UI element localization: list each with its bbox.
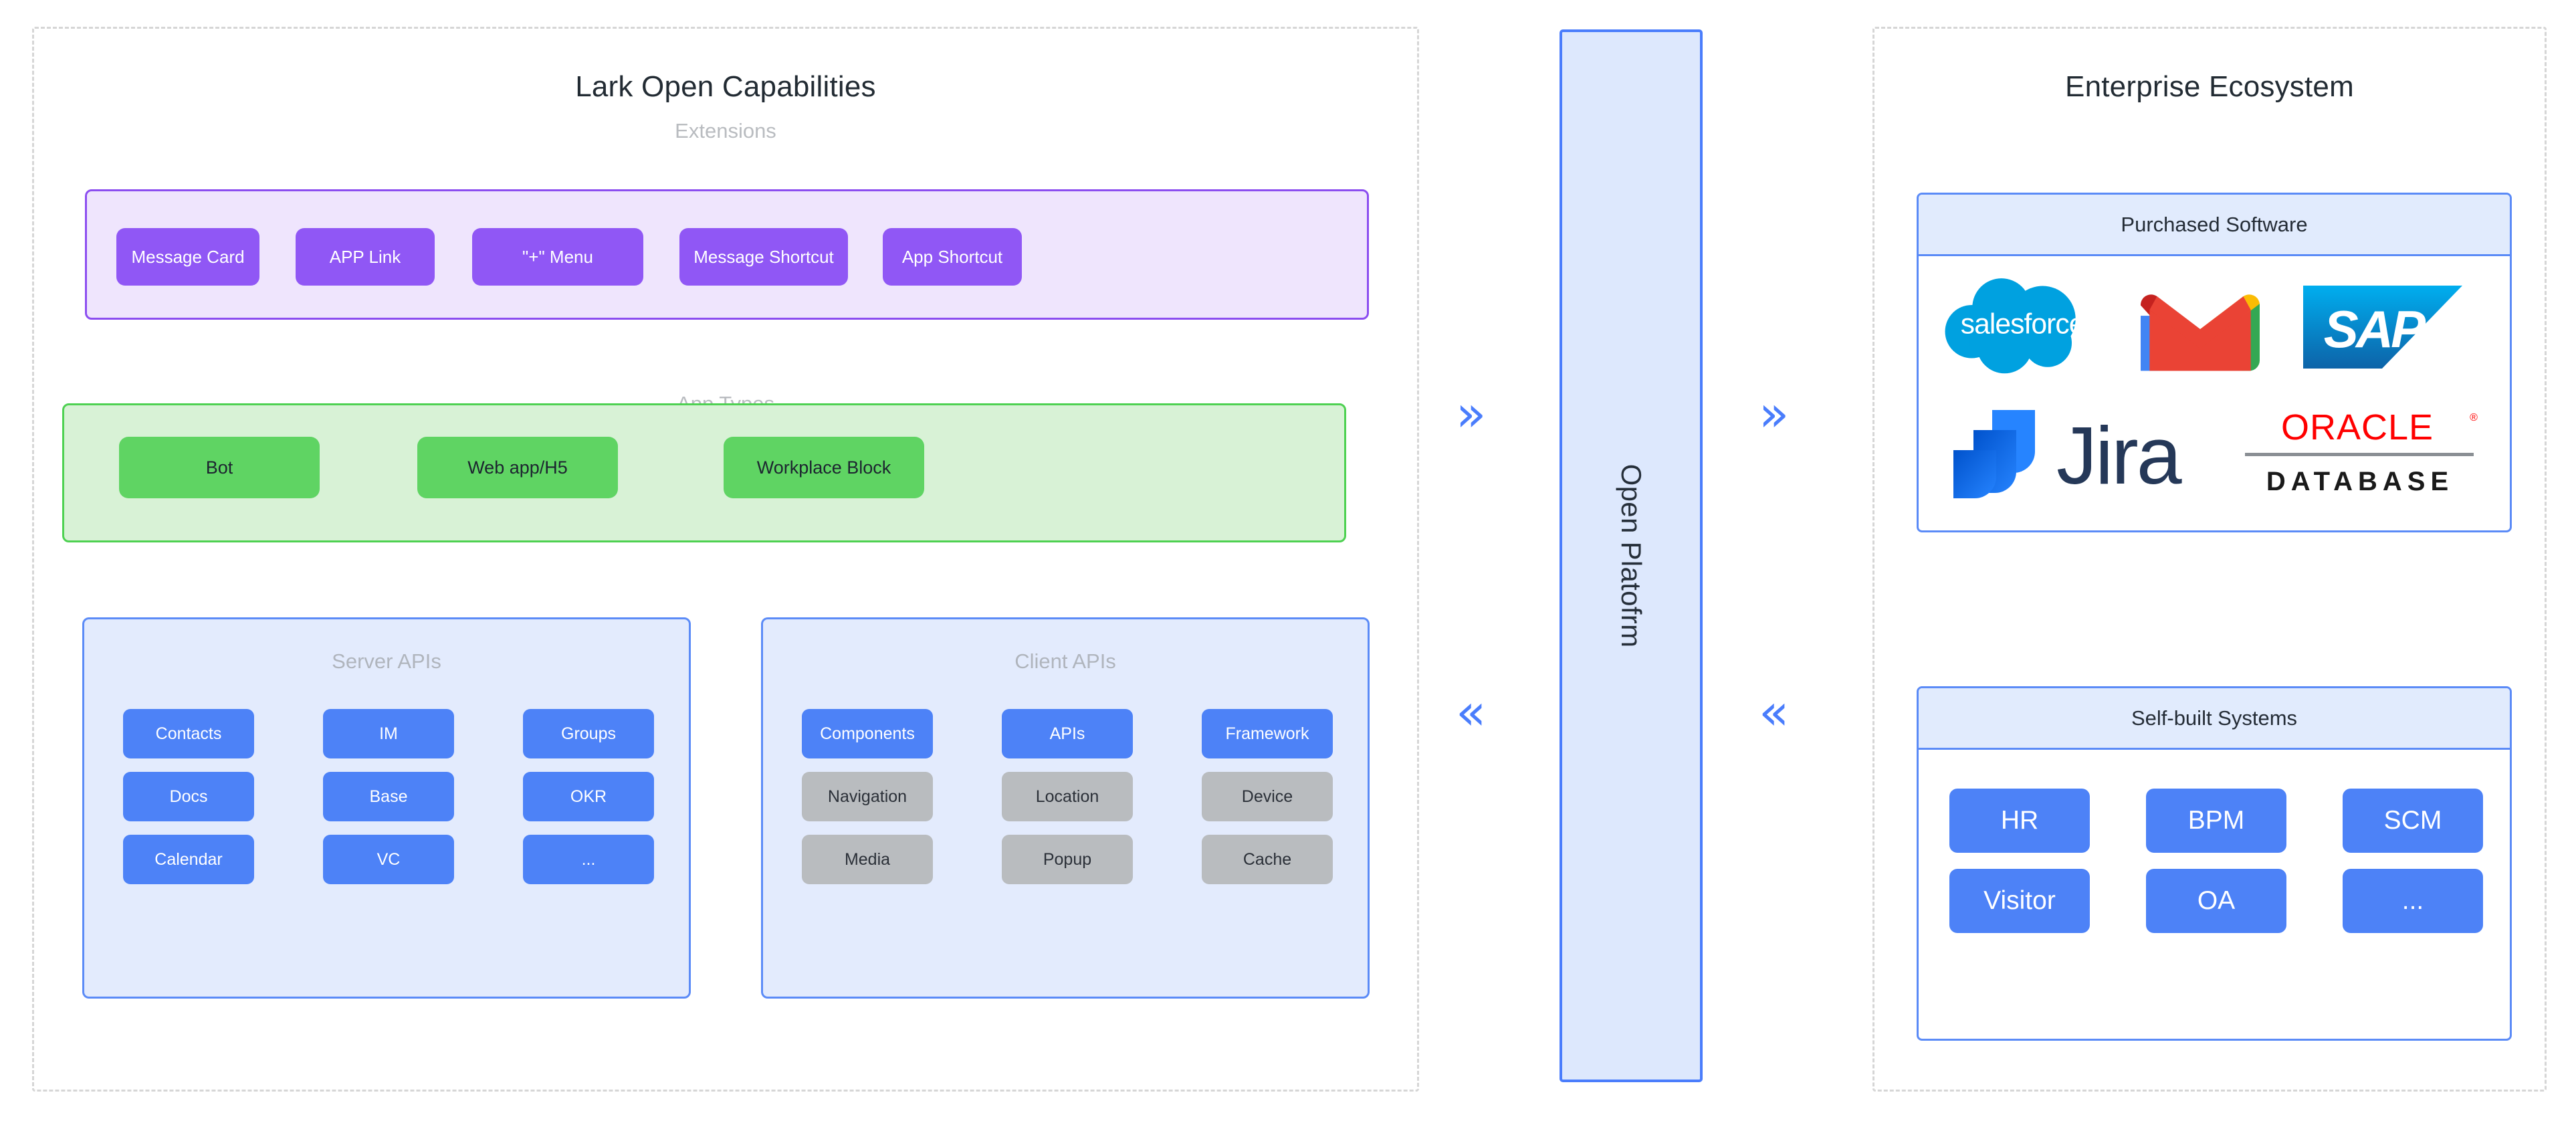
self-built-systems-body: HR BPM SCM Visitor OA ...: [1919, 750, 2510, 1037]
client-api-chip-popup[interactable]: Popup: [1002, 835, 1133, 884]
extension-chip-app-shortcut[interactable]: App Shortcut: [883, 228, 1022, 286]
lark-open-capabilities-panel: Lark Open Capabilities Extensions Messag…: [32, 27, 1419, 1092]
extensions-group: Message Card APP Link "+" Menu Message S…: [85, 189, 1369, 320]
client-api-chip-cache[interactable]: Cache: [1202, 835, 1333, 884]
self-built-chip-bpm[interactable]: BPM: [2146, 789, 2286, 853]
purchased-software-card: Purchased Software salesforce: [1917, 193, 2512, 532]
server-api-chip-vc[interactable]: VC: [323, 835, 454, 884]
extension-chip-message-shortcut[interactable]: Message Shortcut: [679, 228, 848, 286]
server-api-chip-more[interactable]: ...: [523, 835, 654, 884]
enterprise-ecosystem-title: Enterprise Ecosystem: [2065, 70, 2354, 103]
svg-text:SAP: SAP: [2324, 300, 2426, 359]
self-built-systems-grid: HR BPM SCM Visitor OA ...: [1949, 789, 2483, 933]
app-type-chip-web-app-h5[interactable]: Web app/H5: [417, 437, 618, 498]
oracle-database-logo: ORACLE ® DATABASE: [2233, 406, 2487, 500]
extensions-section-label: Extensions: [675, 119, 776, 142]
svg-text:DATABASE: DATABASE: [2266, 467, 2454, 496]
svg-text:ORACLE: ORACLE: [2281, 407, 2434, 447]
jira-logo: Jira: [1936, 402, 2217, 502]
self-built-systems-card: Self-built Systems HR BPM SCM Visitor OA…: [1917, 686, 2512, 1041]
client-api-chip-media[interactable]: Media: [802, 835, 933, 884]
app-types-group: Bot Web app/H5 Workplace Block: [62, 403, 1346, 542]
open-platform-column: Open Platofrm: [1560, 29, 1703, 1082]
self-built-chip-scm[interactable]: SCM: [2343, 789, 2483, 853]
server-api-chip-calendar[interactable]: Calendar: [123, 835, 254, 884]
client-api-chip-location[interactable]: Location: [1002, 772, 1133, 821]
client-api-chip-components[interactable]: Components: [802, 709, 933, 758]
extension-chip-plus-menu[interactable]: "+" Menu: [472, 228, 643, 286]
sap-logo: SAP: [2300, 274, 2467, 381]
extension-chip-message-card[interactable]: Message Card: [116, 228, 259, 286]
client-api-chip-device[interactable]: Device: [1202, 772, 1333, 821]
chevron-right-inbound-left-icon: »: [1456, 385, 1487, 443]
gmail-logo: [2137, 275, 2264, 382]
chevron-left-outbound-right-icon: «: [1759, 684, 1790, 741]
client-api-chip-apis[interactable]: APIs: [1002, 709, 1133, 758]
server-apis-grid: Contacts IM Groups Docs Base OKR Calenda…: [123, 709, 654, 884]
server-apis-title: Server APIs: [332, 649, 441, 673]
chevron-left-outbound-left-icon: «: [1456, 684, 1487, 741]
open-platform-label: Open Platofrm: [1616, 464, 1647, 648]
server-api-chip-docs[interactable]: Docs: [123, 772, 254, 821]
self-built-chip-visitor[interactable]: Visitor: [1949, 869, 2090, 933]
server-api-chip-im[interactable]: IM: [323, 709, 454, 758]
page-title: Lark Open Capabilities: [575, 70, 876, 103]
client-apis-card: Client APIs Components APIs Framework Na…: [761, 617, 1370, 999]
purchased-software-header: Purchased Software: [1919, 195, 2510, 256]
svg-text:salesforce: salesforce: [1961, 308, 2084, 340]
server-apis-card: Server APIs Contacts IM Groups Docs Base…: [82, 617, 691, 999]
server-api-chip-okr[interactable]: OKR: [523, 772, 654, 821]
svg-text:®: ®: [2470, 412, 2478, 423]
app-type-chip-bot[interactable]: Bot: [119, 437, 320, 498]
server-api-chip-groups[interactable]: Groups: [523, 709, 654, 758]
purchased-software-logos: salesforce: [1919, 256, 2510, 528]
self-built-chip-more[interactable]: ...: [2343, 869, 2483, 933]
svg-text:Jira: Jira: [2056, 410, 2182, 501]
client-api-chip-framework[interactable]: Framework: [1202, 709, 1333, 758]
self-built-chip-hr[interactable]: HR: [1949, 789, 2090, 853]
client-apis-grid: Components APIs Framework Navigation Loc…: [802, 709, 1333, 884]
app-type-chip-workplace-block[interactable]: Workplace Block: [724, 437, 924, 498]
extension-chip-app-link[interactable]: APP Link: [296, 228, 435, 286]
chevron-right-inbound-right-icon: »: [1759, 385, 1790, 443]
server-api-chip-base[interactable]: Base: [323, 772, 454, 821]
salesforce-logo: salesforce: [1940, 268, 2107, 389]
client-apis-title: Client APIs: [1014, 649, 1116, 673]
client-api-chip-navigation[interactable]: Navigation: [802, 772, 933, 821]
server-api-chip-contacts[interactable]: Contacts: [123, 709, 254, 758]
self-built-systems-header: Self-built Systems: [1919, 688, 2510, 750]
self-built-chip-oa[interactable]: OA: [2146, 869, 2286, 933]
